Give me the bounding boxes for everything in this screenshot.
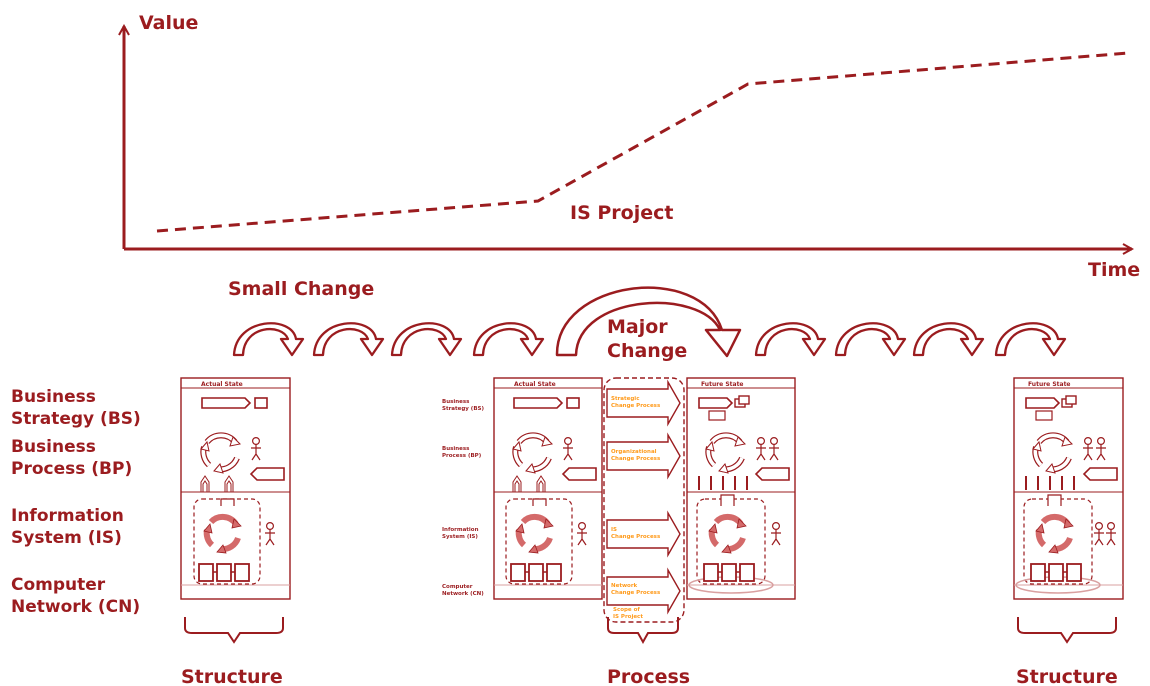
mini-layer-bs-line1: Business [442, 399, 470, 405]
layer-cn-line2: Network (CN) [11, 597, 140, 617]
panel-title: Future State [1028, 381, 1071, 388]
mini-layer-labels: Business Strategy (BS) Business Process … [442, 399, 484, 597]
mini-layer-cn-line1: Computer [442, 584, 473, 590]
strategic-process-line1: Strategic [611, 396, 639, 402]
scope-line2: IS Project [613, 614, 643, 620]
panel-actual-left: Actual State [180, 377, 291, 600]
layer-bp-line2: Process (BP) [11, 459, 132, 479]
small-change-arrow [312, 322, 385, 357]
is-process-line2: Change Process [611, 534, 661, 540]
organizational-change-process-arrow: Organizational Change Process [606, 432, 681, 480]
small-change-arrow [390, 322, 463, 357]
panel-title: Future State [701, 381, 744, 388]
small-change-arrow [994, 322, 1067, 357]
mini-layer-bs-line2: Strategy (BS) [442, 406, 484, 412]
bracket-structure-right [1017, 617, 1117, 644]
network-change-process-arrow: Network Change Process [606, 567, 681, 615]
organizational-process-line1: Organizational [611, 449, 657, 455]
major-change-arrow [555, 286, 742, 358]
scope-line1: Scope of [613, 607, 640, 613]
value-graph: Value Time IS Project [124, 12, 1140, 281]
network-process-line2: Change Process [611, 590, 661, 596]
layer-bs-line2: Strategy (BS) [11, 409, 141, 429]
small-change-arrow [754, 322, 827, 357]
small-change-arrow [834, 322, 907, 357]
value-curve [156, 51, 1129, 233]
change-process-column: Strategic Change Process Organizational … [603, 377, 685, 623]
mini-layer-bp-line2: Process (BP) [442, 453, 482, 459]
layer-is-line1: Information [11, 506, 124, 526]
layer-is-line2: System (IS) [11, 528, 122, 548]
small-change-arrow [912, 322, 985, 357]
y-axis-label: Value [139, 12, 198, 34]
mini-layer-bp-line1: Business [442, 446, 470, 452]
strategic-change-process-arrow: Strategic Change Process [606, 379, 681, 427]
mini-layer-is-line2: System (IS) [442, 534, 478, 540]
major-change-label-line1: Major [607, 316, 668, 338]
bottom-brackets: Structure Process Structure [181, 617, 1118, 686]
bracket-process [607, 617, 679, 645]
organizational-process-line2: Change Process [611, 456, 661, 462]
is-process-line1: IS [611, 527, 617, 533]
major-change-label-line2: Change [607, 340, 687, 362]
structure-label-left: Structure [181, 666, 283, 686]
mini-layer-is-line1: Information [442, 527, 479, 533]
x-axis-label: Time [1088, 259, 1140, 281]
process-label: Process [607, 666, 690, 686]
layer-labels: Business Strategy (BS) Business Process … [11, 387, 141, 617]
layer-bp-line1: Business [11, 437, 96, 457]
panel-actual-middle: Actual State [493, 377, 603, 600]
layer-cn-line1: Computer [11, 575, 106, 595]
small-change-arrow [232, 322, 305, 357]
panel-future-middle: Future State [686, 377, 796, 600]
change-arrows: Small Change Major Change [228, 278, 1067, 362]
structure-label-right: Structure [1016, 666, 1118, 686]
network-process-line1: Network [611, 583, 638, 589]
panel-future-right: Future State [1013, 377, 1124, 600]
small-change-arrow [472, 322, 545, 357]
strategic-process-line2: Change Process [611, 403, 661, 409]
is-change-process-arrow: IS Change Process [606, 510, 681, 558]
small-change-label: Small Change [228, 278, 374, 300]
bracket-structure-left [184, 617, 284, 644]
mini-layer-cn-line2: Network (CN) [442, 591, 484, 597]
panel-title: Actual State [514, 381, 556, 388]
panel-title: Actual State [201, 381, 243, 388]
is-project-annotation: IS Project [570, 202, 673, 224]
layer-bs-line1: Business [11, 387, 96, 407]
